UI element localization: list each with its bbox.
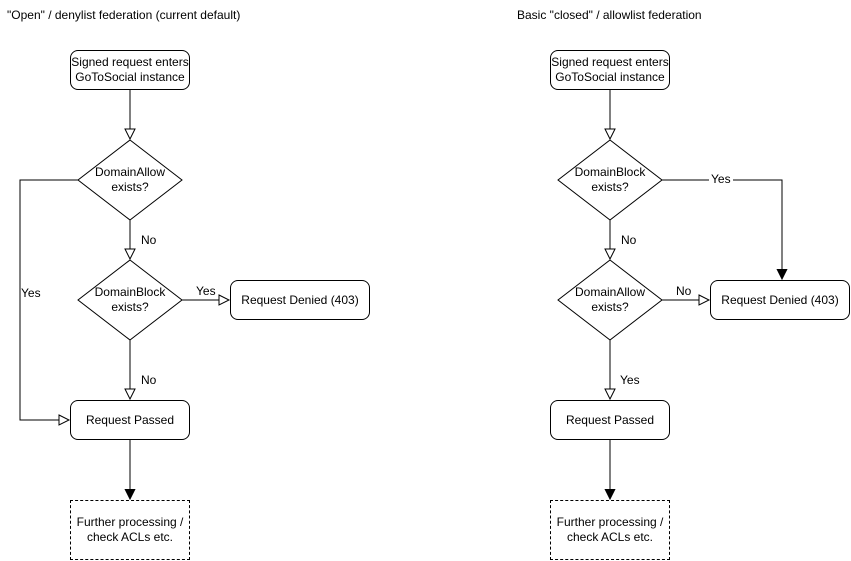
node-decision1-label-left: DomainAllow exists? (94, 165, 166, 194)
decision1-diamond-left (77, 139, 183, 221)
node-request-denied-right: Request Denied (403) (710, 280, 850, 320)
edge-decision1-yes-loop-left (19, 179, 78, 426)
decision1-diamond-right (557, 139, 663, 221)
node-further-processing-right: Further processing / check ACLs etc. (550, 500, 670, 560)
edge-label-no-decision1-right: No (621, 233, 637, 247)
decision2-diamond-right (557, 259, 663, 341)
node-entry-left: Signed request enters GoToSocial instanc… (70, 50, 190, 90)
node-request-denied-left: Request Denied (403) (230, 280, 370, 320)
node-request-passed-left: Request Passed (70, 400, 190, 440)
node-request-passed-right: Request Passed (550, 400, 670, 440)
edge-label-no-denied-right: No (676, 284, 692, 298)
chart-title-closed-federation: Basic "closed" / allowlist federation (517, 8, 702, 22)
node-decision2-label-left: DomainBlock exists? (94, 285, 166, 314)
edge-decision1-yes-denied-right (662, 179, 782, 279)
node-decision1-label-right: DomainBlock exists? (574, 165, 646, 194)
node-entry-right: Signed request enters GoToSocial instanc… (550, 50, 670, 90)
edge-label-yes-denied-right: Yes (709, 172, 733, 186)
edge-label-yes-loop-left: Yes (21, 286, 41, 300)
node-further-processing-left: Further processing / check ACLs etc. (70, 500, 190, 560)
edge-label-no-passed-left: No (141, 373, 157, 387)
chart-title-open-federation: "Open" / denylist federation (current de… (7, 8, 241, 22)
edge-label-no-decision1-left: No (141, 233, 157, 247)
edge-label-yes-passed-right: Yes (620, 373, 640, 387)
edge-label-yes-denied-left: Yes (196, 284, 216, 298)
decision2-diamond-left (77, 259, 183, 341)
node-decision2-label-right: DomainAllow exists? (574, 285, 646, 314)
